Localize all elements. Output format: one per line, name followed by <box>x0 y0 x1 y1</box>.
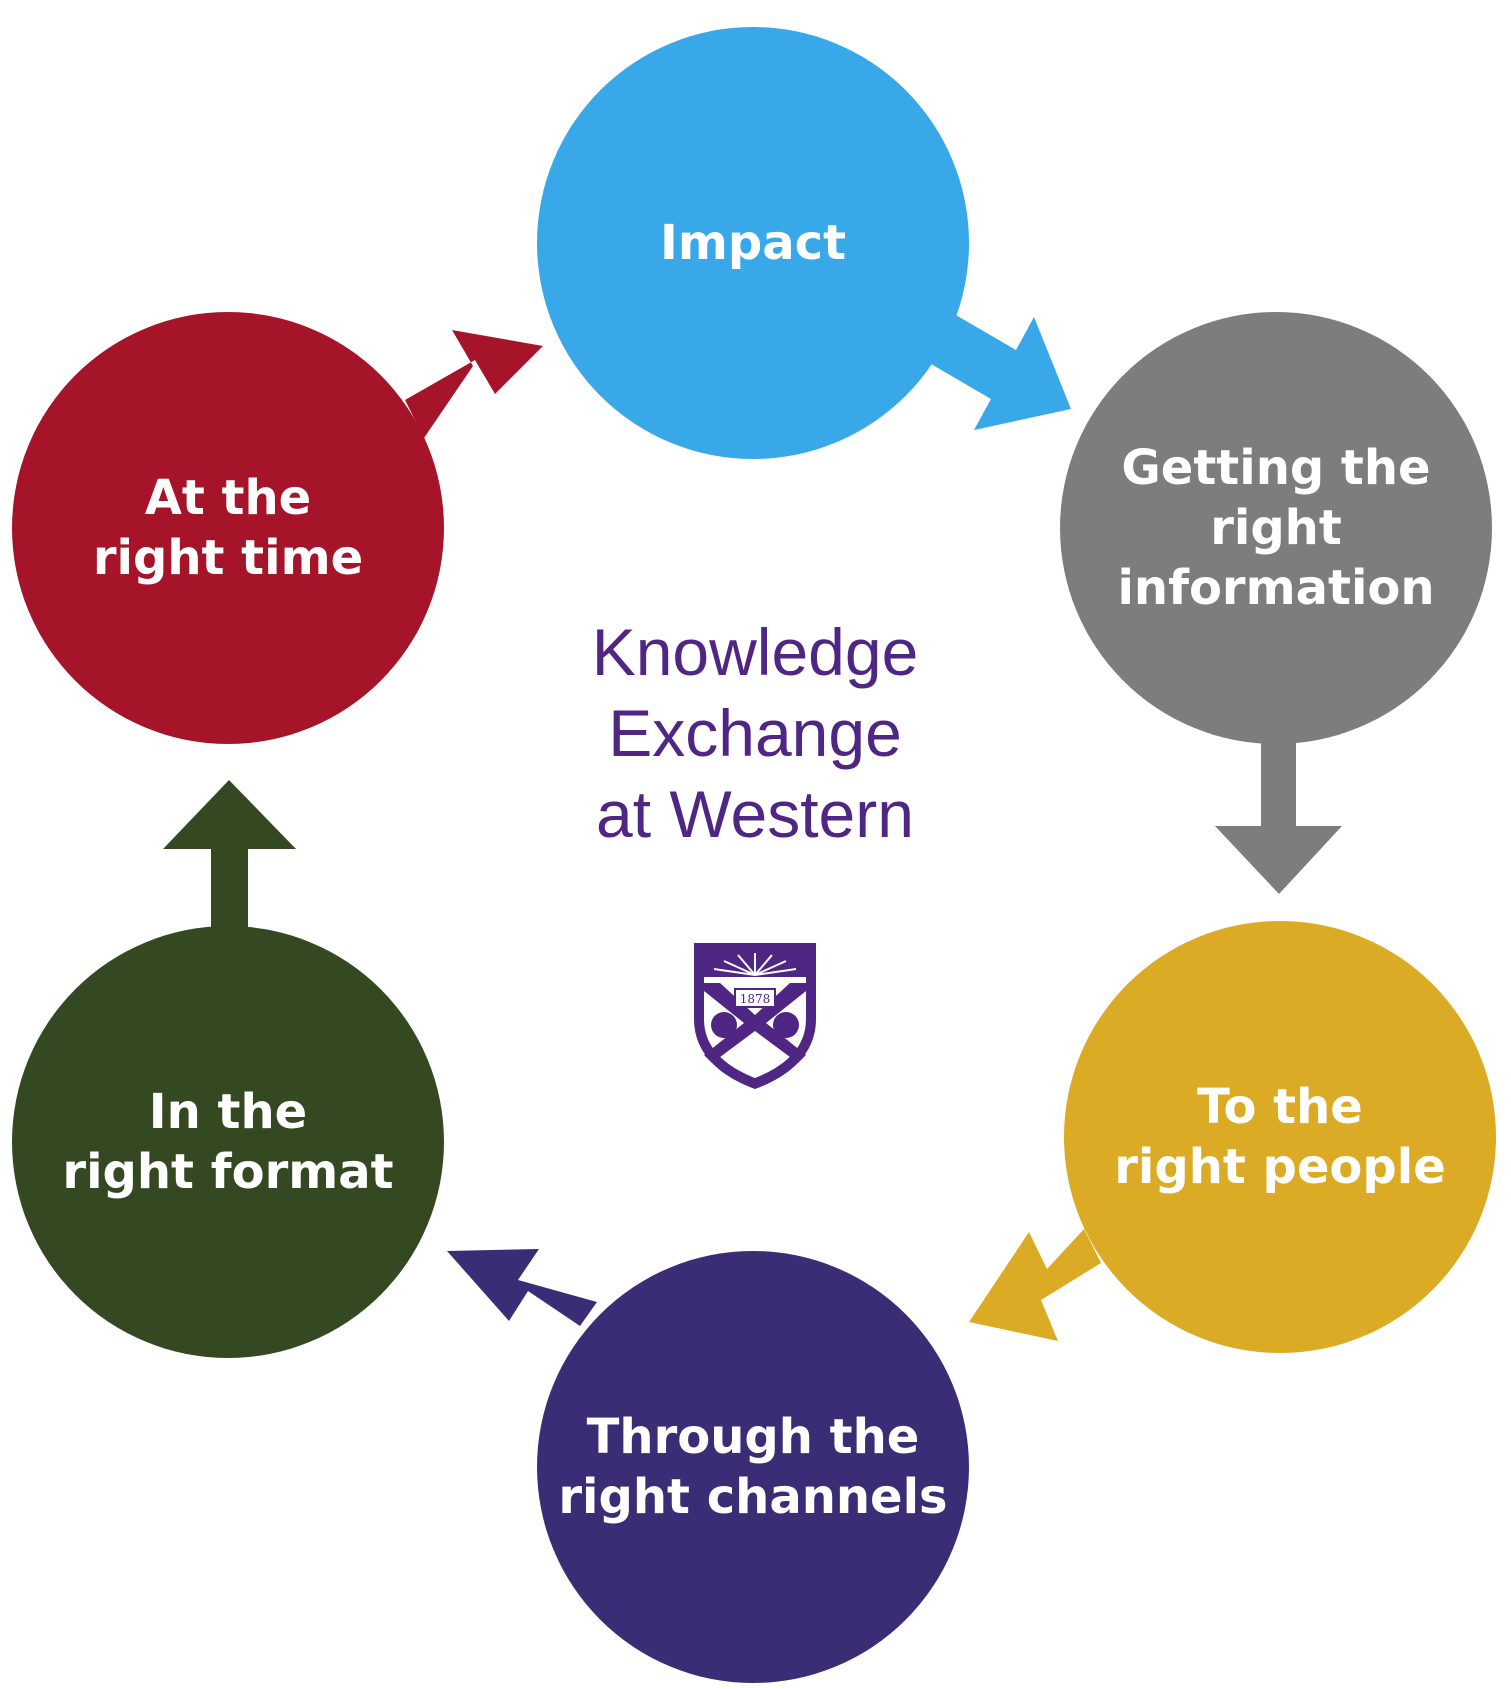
node-getting-the-right-information: Getting the right information <box>1060 312 1492 744</box>
node-through-the-right-channels: Through the right channels <box>537 1251 969 1683</box>
node-channels-label: Through the right channels <box>558 1409 948 1525</box>
node-format-label: In the right format <box>62 1084 394 1200</box>
arrow-people-to-channels <box>969 1229 1101 1341</box>
stag-emblem-icon <box>711 1012 737 1038</box>
node-people-label: To the right people <box>1114 1079 1446 1195</box>
node-at-the-right-time: At the right time <box>12 312 444 744</box>
node-in-the-right-format: In the right format <box>12 926 444 1358</box>
arrow-info-to-people <box>1215 742 1342 894</box>
book-icon <box>734 988 776 1008</box>
arrow-time-to-impact <box>405 330 543 438</box>
center-title: Knowledge Exchange at Western <box>591 615 919 851</box>
maple-leaf-icon <box>742 1037 768 1062</box>
node-impact-label: Impact <box>659 215 847 271</box>
arrow-format-to-time <box>163 780 296 928</box>
shield-saltire <box>704 983 806 1063</box>
shield-year: 1878 <box>740 992 771 1006</box>
lion-emblem-icon <box>773 1012 799 1038</box>
arrow-channels-to-format <box>447 1249 597 1326</box>
node-time-label: At the right time <box>92 470 364 586</box>
node-info-label: Getting the right information <box>1117 440 1435 616</box>
node-impact: Impact <box>537 27 969 459</box>
western-shield-logo: 1878 <box>694 943 816 1089</box>
arrow-impact-to-info <box>931 314 1071 430</box>
node-to-the-right-people: To the right people <box>1064 921 1496 1353</box>
sun-ray-lines <box>713 953 797 976</box>
